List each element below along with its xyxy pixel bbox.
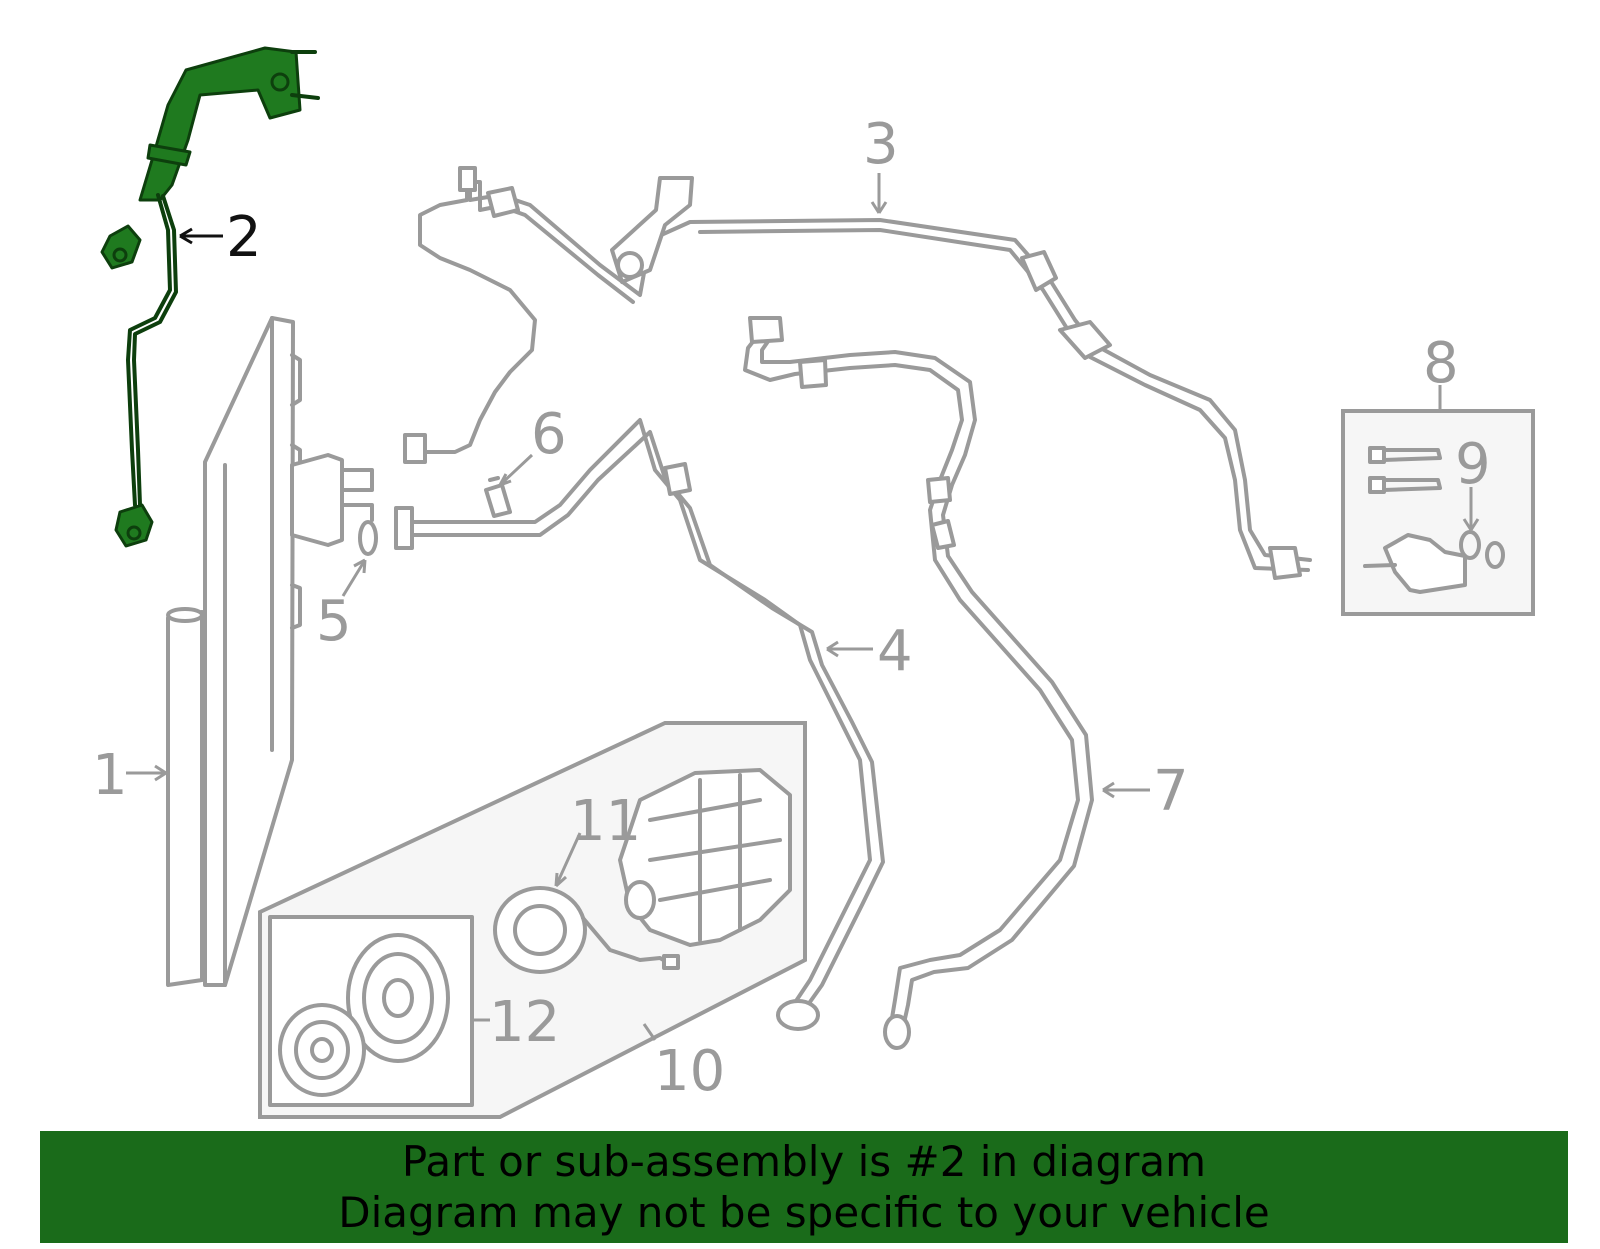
part-4-line[interactable] xyxy=(394,418,885,1031)
callout-12: 12 xyxy=(489,990,560,1055)
banner-line-2: Diagram may not be specific to your vehi… xyxy=(338,1188,1270,1237)
part-5-o-ring[interactable] xyxy=(358,520,378,556)
part-8-kit-box[interactable] xyxy=(1341,409,1535,616)
callout-7: 7 xyxy=(1153,759,1189,824)
callout-10: 10 xyxy=(654,1039,725,1104)
part-11-clutch-coil[interactable] xyxy=(493,768,792,974)
part-6-sensor[interactable] xyxy=(484,476,512,518)
part-9-o-rings[interactable] xyxy=(1459,530,1505,569)
callout-6: 6 xyxy=(531,402,567,467)
part-7-line[interactable] xyxy=(743,316,1094,1050)
part-3-line[interactable] xyxy=(403,166,1312,580)
part-2-highlighted-line[interactable] xyxy=(100,46,320,548)
leader-lines xyxy=(126,173,1480,1041)
callout-9: 9 xyxy=(1455,432,1491,497)
info-banner: Part or sub-assembly is #2 in diagram Di… xyxy=(40,1131,1568,1243)
callout-4: 4 xyxy=(877,619,913,684)
part-12-clutch-kit-box[interactable] xyxy=(268,915,474,1107)
part-1-condenser[interactable] xyxy=(166,316,374,987)
banner-line-1: Part or sub-assembly is #2 in diagram xyxy=(401,1137,1207,1186)
callout-8: 8 xyxy=(1423,331,1459,396)
callout-11: 11 xyxy=(570,789,641,854)
callout-3: 3 xyxy=(863,112,899,177)
callout-5: 5 xyxy=(316,589,352,654)
callout-1: 1 xyxy=(92,743,128,808)
callout-2: 2 xyxy=(226,205,262,270)
